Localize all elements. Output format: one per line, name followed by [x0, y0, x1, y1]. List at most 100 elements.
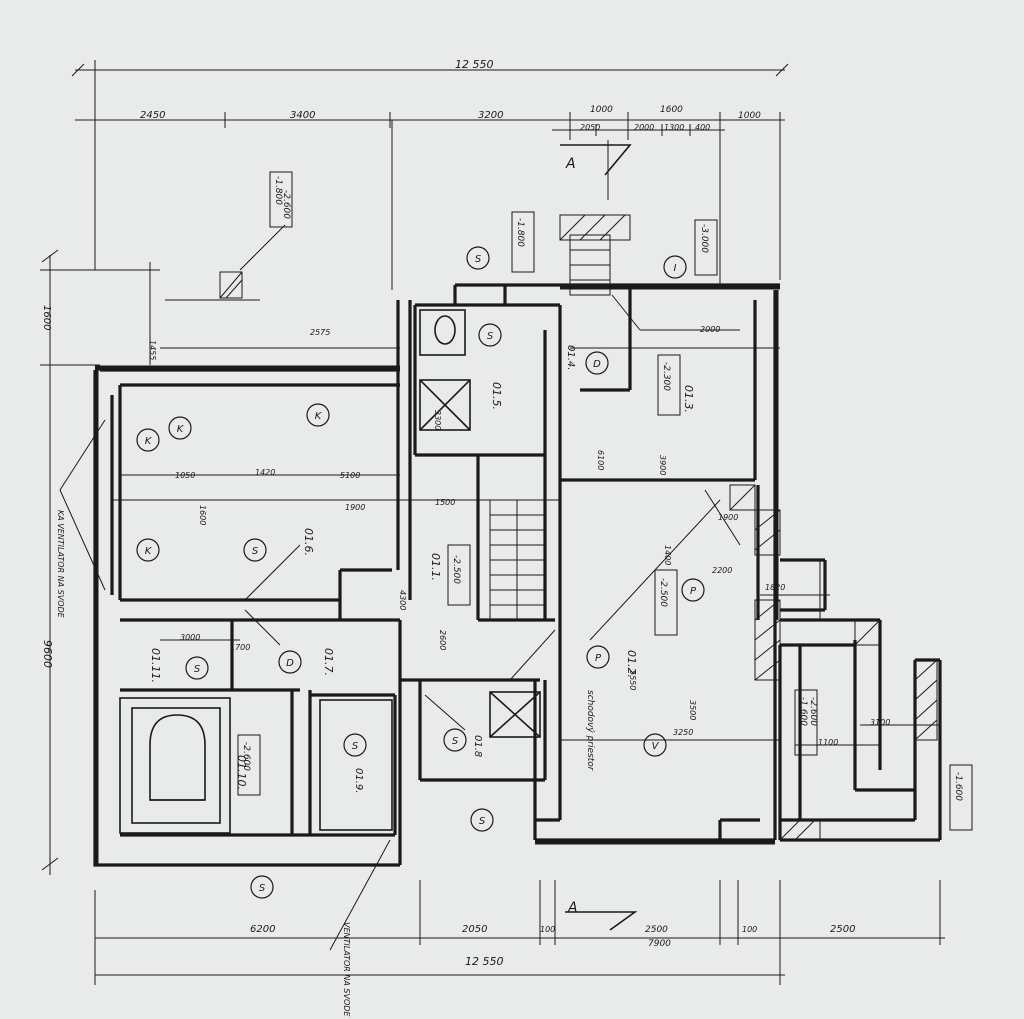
symbol-circle: [243, 538, 267, 562]
dimension-label: 5550: [628, 670, 637, 690]
dim-sub-4: 400: [695, 123, 710, 132]
symbol-letter: K: [177, 424, 185, 435]
symbol-circle: [278, 650, 302, 674]
symbol-circle: [136, 538, 160, 562]
note-stair: schodový priestor: [585, 690, 595, 772]
dim-bottom-2: 2050: [462, 924, 487, 935]
room-01-7: 01.7.: [322, 648, 335, 676]
symbol-letter: K: [145, 436, 153, 447]
dim-top-2: 3400: [290, 110, 315, 121]
dimension-label: 1050: [175, 471, 195, 480]
dim-sub-1: 2050: [580, 123, 600, 132]
room-01-5: 01.5.: [490, 382, 503, 410]
symbol-circle: [168, 416, 192, 440]
dim-bottom-6: 2500: [830, 924, 855, 935]
dimension-label: 5100: [340, 471, 360, 480]
room-01-10: 01.10.: [235, 755, 248, 790]
level-k: -2.600: [241, 742, 251, 771]
dimension-label: 3900: [658, 455, 667, 475]
symbol-circle: [185, 656, 209, 680]
symbol-circle: [643, 733, 667, 757]
symbol-letter: V: [652, 741, 660, 752]
symbol-letter: S: [479, 816, 486, 827]
dimension-label: 4300: [398, 590, 407, 610]
dim-left-upper: 1600: [41, 305, 52, 330]
dimension-label: 1900: [718, 513, 738, 522]
symbol-circle: [443, 728, 467, 752]
dimension-lines: [40, 60, 945, 985]
symbol-letter: S: [194, 664, 201, 675]
dimension-label: 1420: [255, 468, 275, 477]
symbol-letter: S: [487, 331, 494, 342]
heavy-walls: [93, 284, 780, 865]
symbol-letter: D: [286, 658, 294, 669]
dimension-label: 1820: [765, 583, 785, 592]
note-ventilator-bottom: VENTILATOR NA SVODE: [342, 922, 351, 1017]
symbol-circle: [663, 255, 687, 279]
symbol-letter: I: [674, 263, 677, 274]
dimension-label: 6100: [596, 450, 605, 470]
symbol-circle: [343, 733, 367, 757]
dim-sub-2: 2000: [634, 123, 654, 132]
dim-sub-3: 1300: [664, 123, 684, 132]
dim-total-bottom: 12 550: [465, 955, 504, 968]
dimension-label: 1400: [663, 545, 672, 565]
symbol-letter: S: [352, 741, 359, 752]
room-01-11: 01.11.: [149, 648, 162, 683]
dimension-label: 2600: [438, 630, 447, 650]
symbol-letter: S: [259, 883, 266, 894]
dimension-label: 3250: [673, 728, 693, 737]
dimension-label: 1100: [818, 738, 838, 747]
hatched-blocks: [219, 214, 938, 841]
dim-top-3: 3200: [478, 110, 503, 121]
symbol-letter: K: [145, 546, 153, 557]
dim-top-1: 2450: [140, 110, 165, 121]
room-01-9: 01.9.: [353, 768, 364, 793]
symbol-circle: [250, 875, 274, 899]
symbol-circle: [585, 351, 609, 375]
dimension-label: 2575: [310, 328, 330, 337]
room-01-3: 01.3.: [682, 385, 695, 413]
symbol-letter: P: [595, 653, 602, 664]
section-arrows: [560, 144, 638, 931]
level-e: -2.300: [661, 362, 671, 391]
symbol-letter: S: [452, 736, 459, 747]
level-h: -1.600: [798, 697, 808, 726]
level-j: -1.600: [953, 772, 963, 801]
room-01-1: 01.1.: [429, 553, 442, 581]
symbol-circle: [306, 403, 330, 427]
dimension-label: 1455: [148, 340, 157, 360]
sanitary-fixtures: [119, 309, 541, 834]
stair-treads: [489, 234, 611, 621]
misc-dimension-labels: 2575 1455 5100 1900 1600 1050 3900 3500 3250 5550…: [148, 325, 890, 747]
dimension-label: 1600: [198, 505, 207, 525]
symbol-circle: [586, 645, 610, 669]
dim-top-4: 1000: [590, 105, 613, 115]
level-b: -2.600: [281, 190, 291, 219]
dimension-label: 1700: [230, 643, 250, 652]
level-c: -1.800: [515, 218, 525, 247]
dim-bottom-1: 6200: [250, 924, 275, 935]
dim-bottom-5: 100: [742, 925, 757, 934]
symbol-circle: [136, 428, 160, 452]
symbol-letter: P: [690, 586, 697, 597]
level-f: -2.500: [451, 555, 461, 584]
symbol-circle: [478, 323, 502, 347]
room-01-4: 01.4.: [565, 345, 576, 370]
dimension-label: 3100: [870, 718, 890, 727]
symbol-circle: [466, 246, 490, 270]
dimension-label: 3500: [688, 700, 697, 720]
dim-top-6: 1000: [738, 111, 761, 121]
dimension-label: 2200: [712, 566, 732, 575]
dim-bottom-3: 100: [540, 925, 555, 934]
note-ventilator-left: KA VENTILATOR NA SVODE: [56, 510, 65, 619]
dimension-label: 3300: [433, 410, 442, 430]
symbol-letter: S: [252, 546, 259, 557]
dimension-label: 3000: [180, 633, 200, 642]
dim-total-top: 12 550: [455, 58, 494, 71]
symbol-circle: [681, 578, 705, 602]
symbol-letter: S: [475, 254, 482, 265]
